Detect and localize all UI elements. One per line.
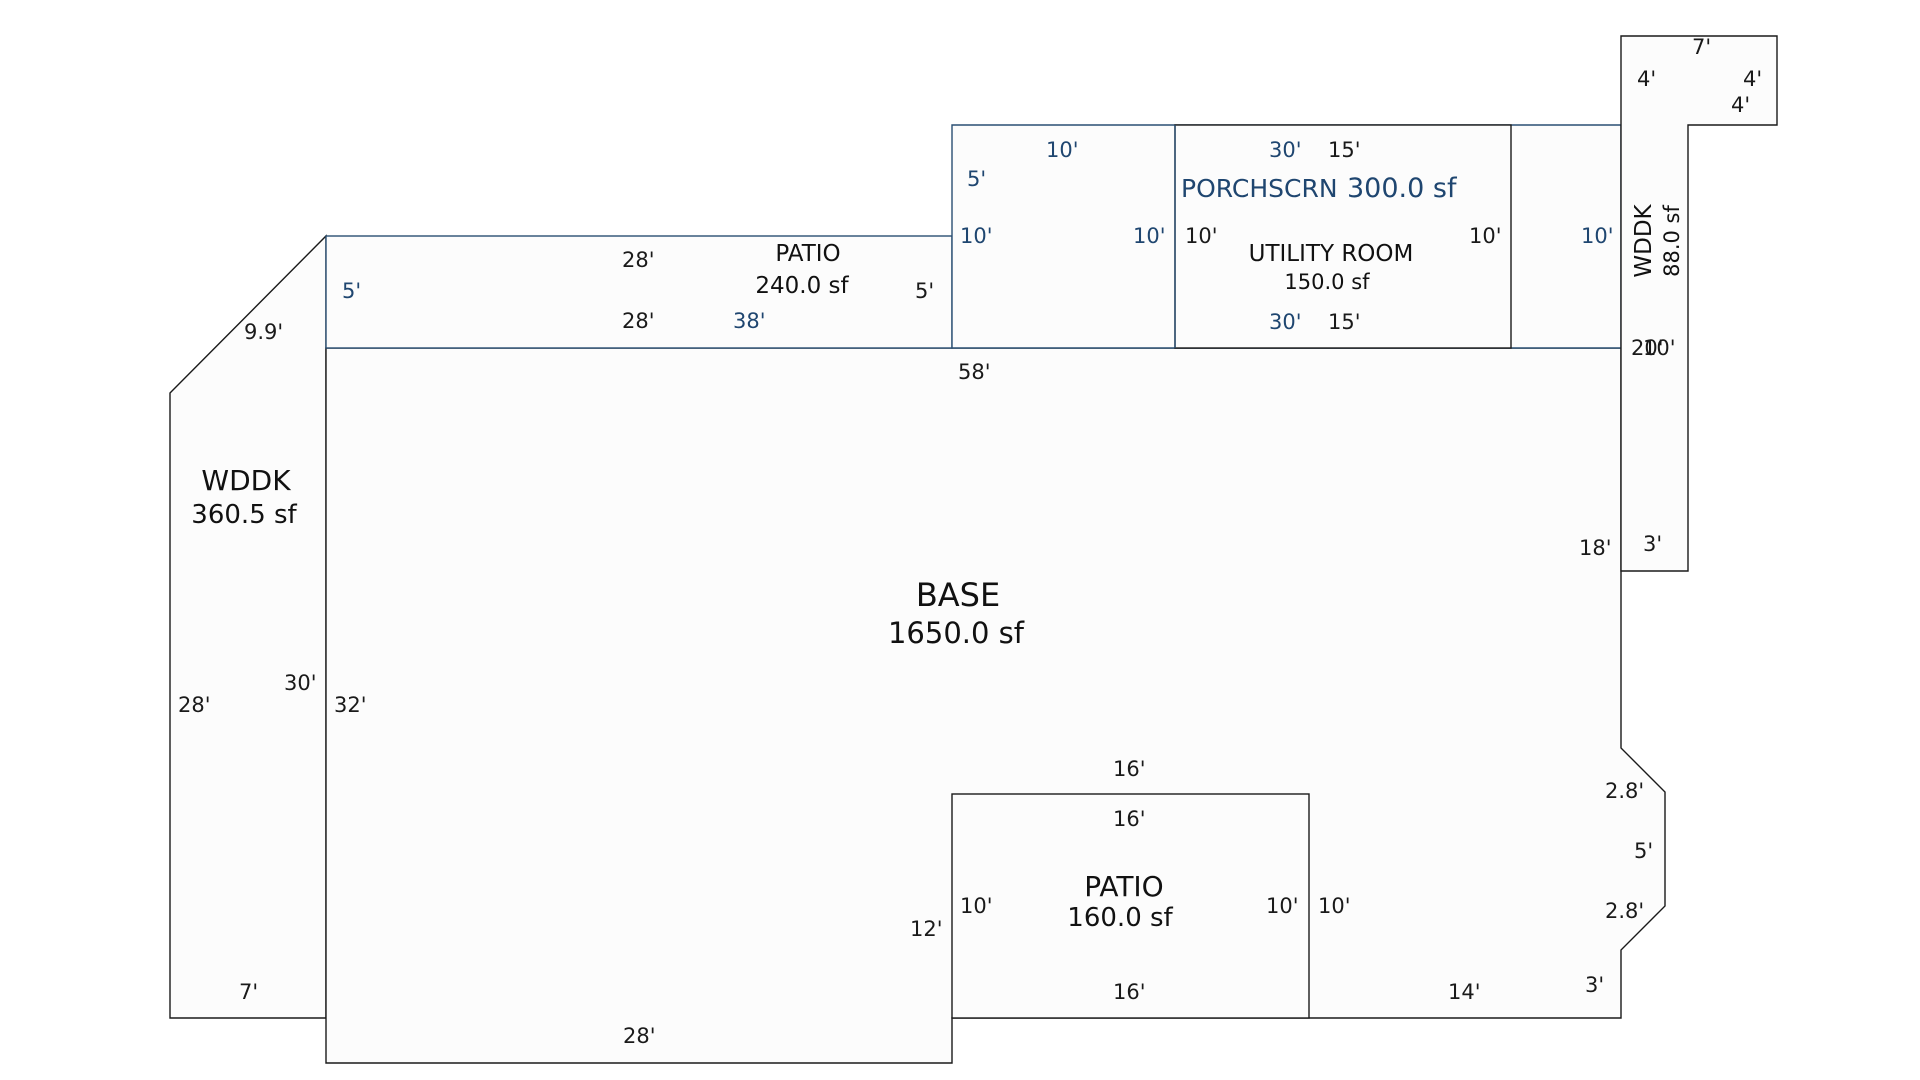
- dim-label: 10': [1643, 336, 1676, 360]
- wddk-right-outline: [1620, 35, 1778, 572]
- dim-label: 30': [284, 671, 317, 695]
- dim-label: 10': [1266, 894, 1299, 918]
- dim-label: 28': [623, 1024, 656, 1048]
- dim-label: 14': [1448, 980, 1481, 1004]
- patio-bottom-name-label: PATIO: [1084, 870, 1163, 903]
- patio-top-area-label: 240.0 sf: [755, 273, 849, 299]
- base-area-label: 1650.0 sf: [888, 616, 1025, 650]
- dim-label: 16': [1113, 757, 1146, 781]
- utility-room-area-label: 150.0 sf: [1284, 270, 1370, 294]
- wddk-right-name-label: WDDK: [1631, 203, 1657, 277]
- dim-label: 2.8': [1605, 899, 1644, 923]
- patio-bottom-area-label: 160.0 sf: [1067, 903, 1173, 933]
- dim-label: 3': [1585, 973, 1604, 997]
- wddk-left-name-label: WDDK: [201, 464, 291, 497]
- dim-label: 38': [733, 309, 766, 333]
- dim-label: 28': [622, 248, 655, 272]
- patio-top-outline: [325, 235, 953, 349]
- dim-label: 10': [1133, 224, 1166, 248]
- dim-label: 9.9': [244, 320, 283, 344]
- dim-label: 18': [1579, 536, 1612, 560]
- dim-label: 20': [1631, 336, 1664, 360]
- dim-label: 5': [967, 167, 986, 191]
- dim-label: 4': [1743, 67, 1762, 91]
- dim-label: 10': [1046, 138, 1079, 162]
- utility-room-name-label: UTILITY ROOM: [1249, 241, 1414, 267]
- dim-label: 16': [1113, 807, 1146, 831]
- dim-label: 28': [178, 693, 211, 717]
- dim-label: 15': [1328, 310, 1361, 334]
- dim-label: 2.8': [1605, 779, 1644, 803]
- dim-label: 7': [239, 980, 258, 1004]
- patio-bottom-outline: [951, 793, 1310, 1019]
- dim-label: 30': [1269, 138, 1302, 162]
- dim-label: 10': [960, 224, 993, 248]
- dim-label: 5': [342, 279, 361, 303]
- dim-label: 28': [622, 309, 655, 333]
- wddk-left-outline: [169, 234, 327, 1019]
- dim-label: 10': [1469, 224, 1502, 248]
- dim-label: 10': [960, 894, 993, 918]
- base-outline: [325, 347, 1666, 1064]
- dim-label: 5': [1634, 839, 1653, 863]
- dim-label: 10': [1185, 224, 1218, 248]
- utility-room-outline: [1174, 124, 1512, 349]
- dim-label: 10': [1318, 894, 1351, 918]
- base-name-label: BASE: [916, 576, 1000, 614]
- dim-label: 58': [958, 360, 991, 384]
- dim-label: 3': [1643, 532, 1662, 556]
- dim-label: 16': [1113, 980, 1146, 1004]
- dim-label: 7': [1692, 35, 1711, 59]
- porchscrn-name-label: PORCHSCRN: [1181, 174, 1338, 203]
- dim-label: 12': [910, 917, 943, 941]
- dim-label: 4': [1637, 67, 1656, 91]
- dim-label: 4': [1731, 93, 1750, 117]
- porchscrn-area-label: 300.0 sf: [1347, 173, 1458, 204]
- dim-label: 10': [1581, 224, 1614, 248]
- patio-top-name-label: PATIO: [775, 241, 840, 267]
- wddk-left-area-label: 360.5 sf: [191, 500, 297, 530]
- dim-label: 5': [915, 279, 934, 303]
- dim-label: 32': [334, 693, 367, 717]
- dim-label: 15': [1328, 138, 1361, 162]
- wddk-right-area-label: 88.0 sf: [1660, 205, 1684, 277]
- dim-label: 30': [1269, 310, 1302, 334]
